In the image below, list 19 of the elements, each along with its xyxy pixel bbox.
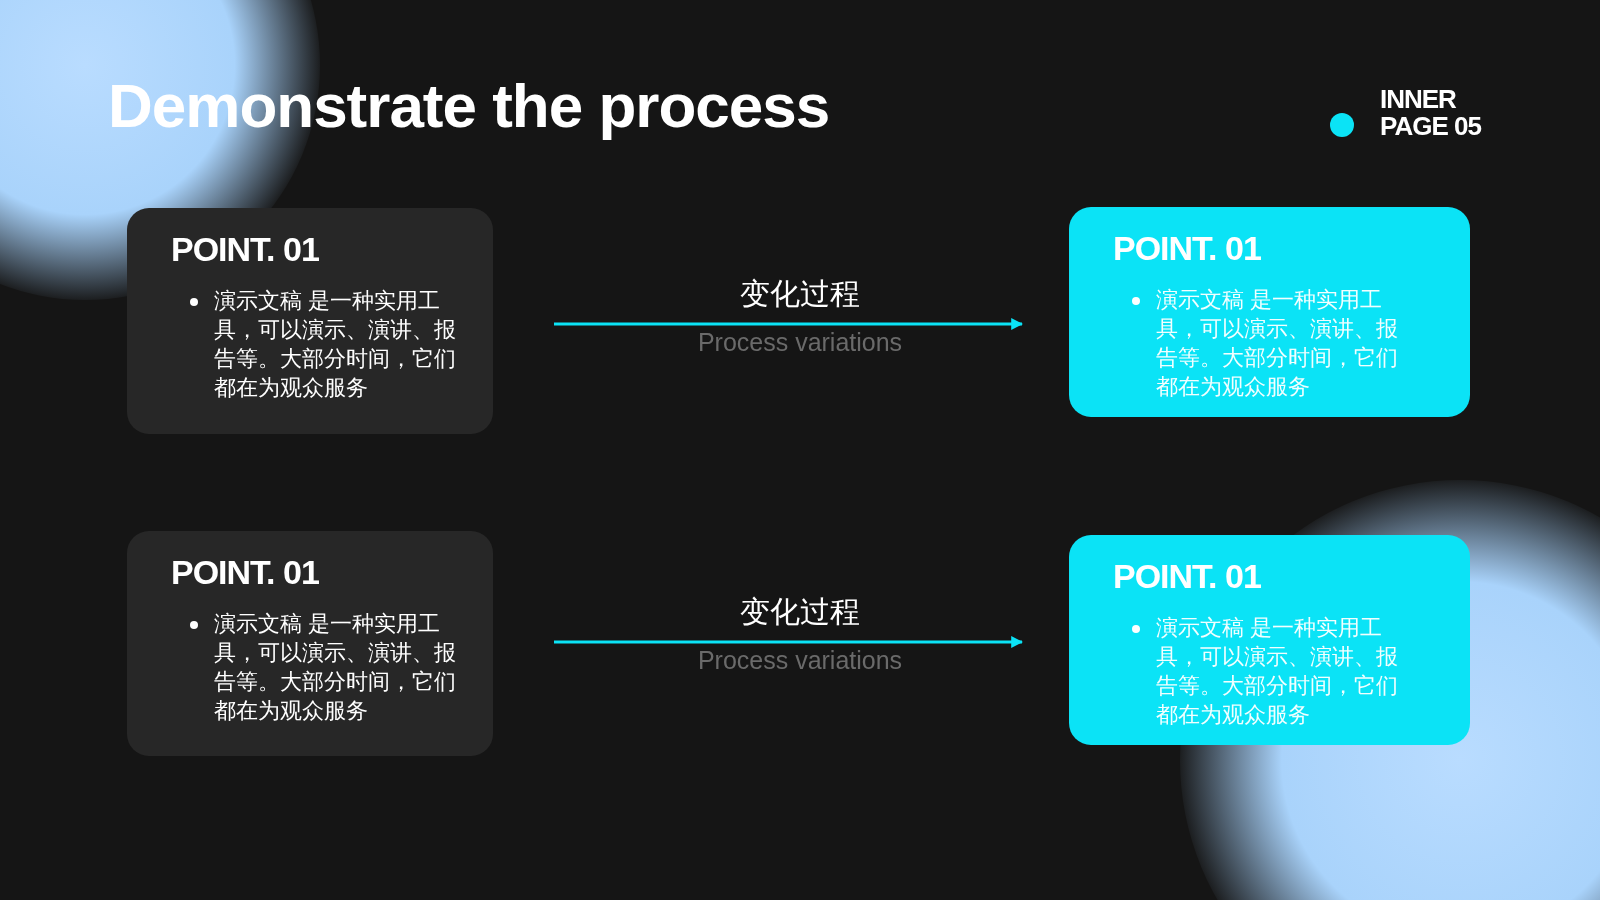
card-heading: POINT. 01: [1113, 557, 1261, 596]
card-text: 演示文稿 是一种实用工具，可以演示、演讲、报告等。大部分时间，它们都在为观众服务: [1156, 286, 1399, 401]
edge-label: 变化过程: [740, 276, 860, 312]
edge-label: 变化过程: [740, 594, 860, 630]
highlight-card: [1069, 207, 1470, 417]
card-heading: POINT. 01: [171, 553, 319, 592]
edge-caption: Process variations: [697, 646, 903, 675]
card-text: 演示文稿 是一种实用工具，可以演示、演讲、报告等。大部分时间，它们都在为观众服务: [1156, 614, 1399, 729]
point-card: [127, 531, 493, 756]
arrow: [554, 318, 1024, 330]
point-card: [127, 208, 493, 434]
card-text: 演示文稿 是一种实用工具，可以演示、演讲、报告等。大部分时间，它们都在为观众服务: [214, 610, 457, 725]
card-text: 演示文稿 是一种实用工具，可以演示、演讲、报告等。大部分时间，它们都在为观众服务: [214, 287, 457, 402]
page-label: INNER PAGE 05: [1380, 86, 1483, 140]
highlight-card: [1069, 535, 1470, 745]
card-heading: POINT. 01: [1113, 229, 1261, 268]
edge-caption: Process variations: [697, 328, 903, 357]
card-heading: POINT. 01: [171, 230, 319, 269]
arrow: [554, 636, 1024, 648]
